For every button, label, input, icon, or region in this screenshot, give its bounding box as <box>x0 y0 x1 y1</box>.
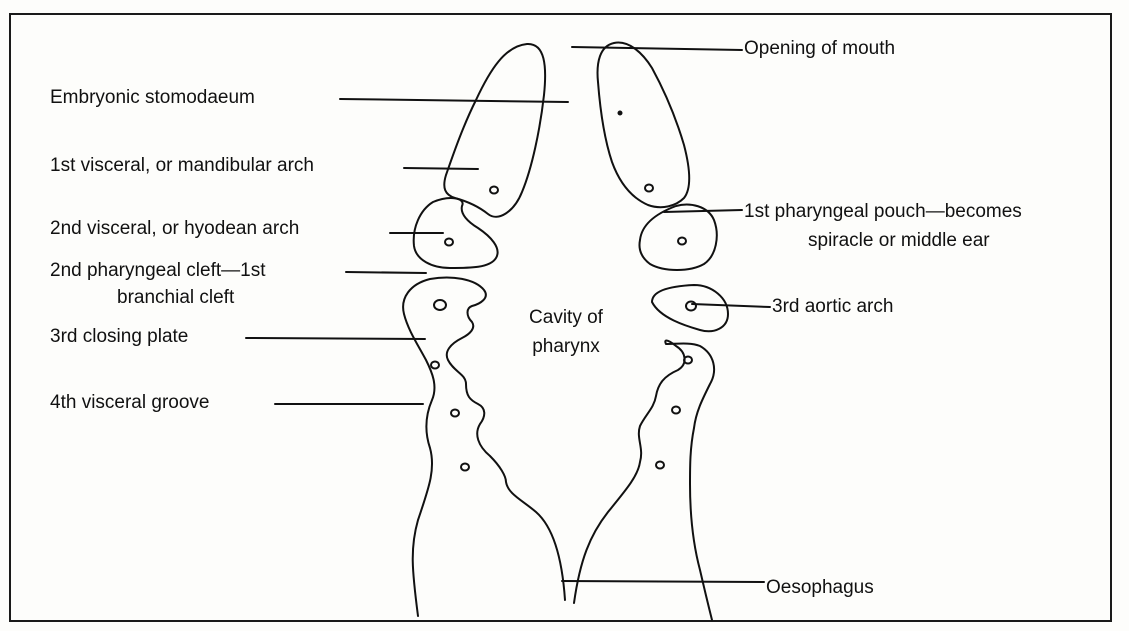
label-opening-of-mouth: Opening of mouth <box>744 38 895 60</box>
vessel-dot <box>431 362 439 369</box>
leader-second-pharyngeal-cleft <box>346 272 426 273</box>
label-oesophagus: Oesophagus <box>766 577 874 599</box>
right-pharynx-wall <box>574 341 714 621</box>
vessel-dot <box>686 302 696 311</box>
vessel-dot <box>445 239 453 246</box>
leader-third-aortic-arch <box>692 304 770 307</box>
vessel-dot <box>678 238 686 245</box>
leader-opening-of-mouth <box>572 47 742 50</box>
vessel-dot <box>490 187 498 194</box>
left-mandibular-arch-outline <box>444 44 545 217</box>
label-second-visceral-arch: 2nd visceral, or hyodean arch <box>50 218 299 240</box>
label-second-pharyngeal-cleft: 2nd pharyngeal cleft—1st <box>50 260 265 282</box>
leader-oesophagus <box>562 581 764 582</box>
label-second-pharyngeal-cleft-line2: branchial cleft <box>117 287 234 309</box>
leader-embryonic-stomodaeum <box>340 99 568 102</box>
right-hyoid-arch-outline <box>639 205 716 270</box>
vessel-dot <box>645 185 653 192</box>
label-third-aortic-arch: 3rd aortic arch <box>772 296 893 318</box>
label-first-pharyngeal-pouch-line2: spiracle or middle ear <box>808 230 990 252</box>
leader-first-visceral-arch <box>404 168 478 169</box>
label-third-closing-plate: 3rd closing plate <box>50 326 188 348</box>
label-fourth-visceral-groove: 4th visceral groove <box>50 392 209 414</box>
leader-first-pharyngeal-pouch <box>664 210 742 212</box>
vessel-dot <box>434 300 446 310</box>
leader-third-closing-plate <box>246 338 425 339</box>
label-first-pharyngeal-pouch: 1st pharyngeal pouch—becomes <box>744 201 1022 223</box>
vessel-dot <box>451 410 459 417</box>
label-first-visceral-arch: 1st visceral, or mandibular arch <box>50 155 314 177</box>
right-mandibular-arch-outline <box>598 43 690 208</box>
speck <box>619 112 622 115</box>
label-embryonic-stomodaeum: Embryonic stomodaeum <box>50 87 255 109</box>
label-cavity-line2: pharynx <box>506 336 626 358</box>
vessel-dot <box>672 407 680 414</box>
vessel-dot <box>461 464 469 471</box>
right-aortic-arch-lobe <box>652 285 728 331</box>
label-cavity-line1: Cavity of <box>506 307 626 329</box>
vessel-dot <box>656 462 664 469</box>
